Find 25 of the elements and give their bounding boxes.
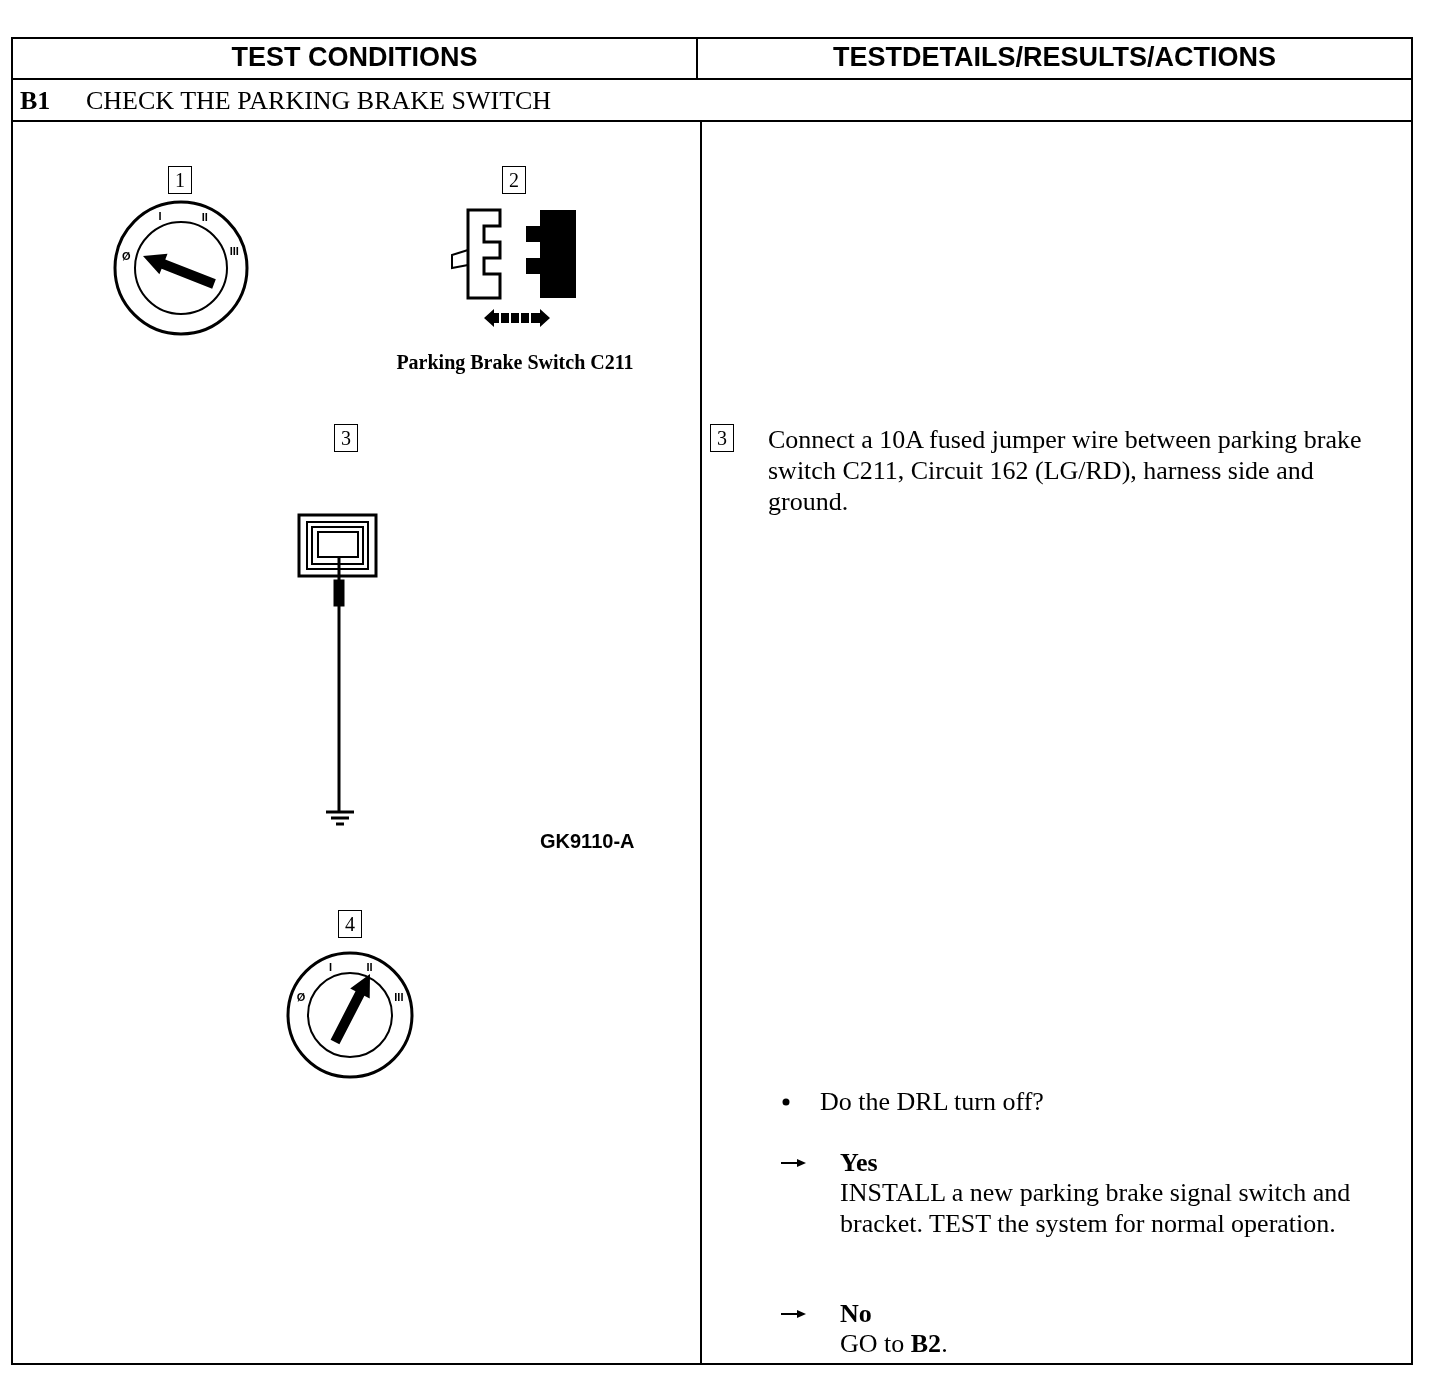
question-text: Do the DRL turn off? <box>820 1086 1045 1117</box>
callout-number: 4 <box>338 910 362 938</box>
action-text: GO to B2. <box>840 1328 949 1359</box>
figure-code: GK9110-A <box>540 829 636 854</box>
position-mark: III <box>229 244 239 257</box>
column-header: TEST CONDITIONS <box>230 42 479 73</box>
callout-number: 1 <box>168 166 192 194</box>
step-title: CHECK THE PARKING BRAKE SWITCH <box>86 85 553 116</box>
position-mark: III <box>394 991 404 1004</box>
position-mark: Ø <box>121 250 131 263</box>
position-mark: II <box>366 960 373 973</box>
answer-heading: Yes <box>840 1147 879 1178</box>
callout-number: 2 <box>502 166 526 194</box>
answer-heading: No <box>840 1298 873 1329</box>
position-mark: Ø <box>296 991 306 1004</box>
callout-number: 3 <box>334 424 358 452</box>
column-header: TESTDETAILS/RESULTS/ACTIONS <box>832 42 1277 73</box>
step-number: B1 <box>20 85 52 116</box>
instruction-text: Connect a 10A fused jumper wire between parking brake switch C211, Circuit 162 (LG/RD), harness side and ground. <box>768 424 1363 517</box>
position-mark: II <box>201 211 208 224</box>
action-text: INSTALL a new parking brake signal switch and bracket. TEST the system for normal operation. <box>840 1177 1352 1239</box>
position-mark: I <box>328 960 333 973</box>
callout-number: 3 <box>710 424 734 452</box>
position-mark: I <box>158 210 162 223</box>
component-label: Parking Brake Switch C211 <box>395 350 635 375</box>
